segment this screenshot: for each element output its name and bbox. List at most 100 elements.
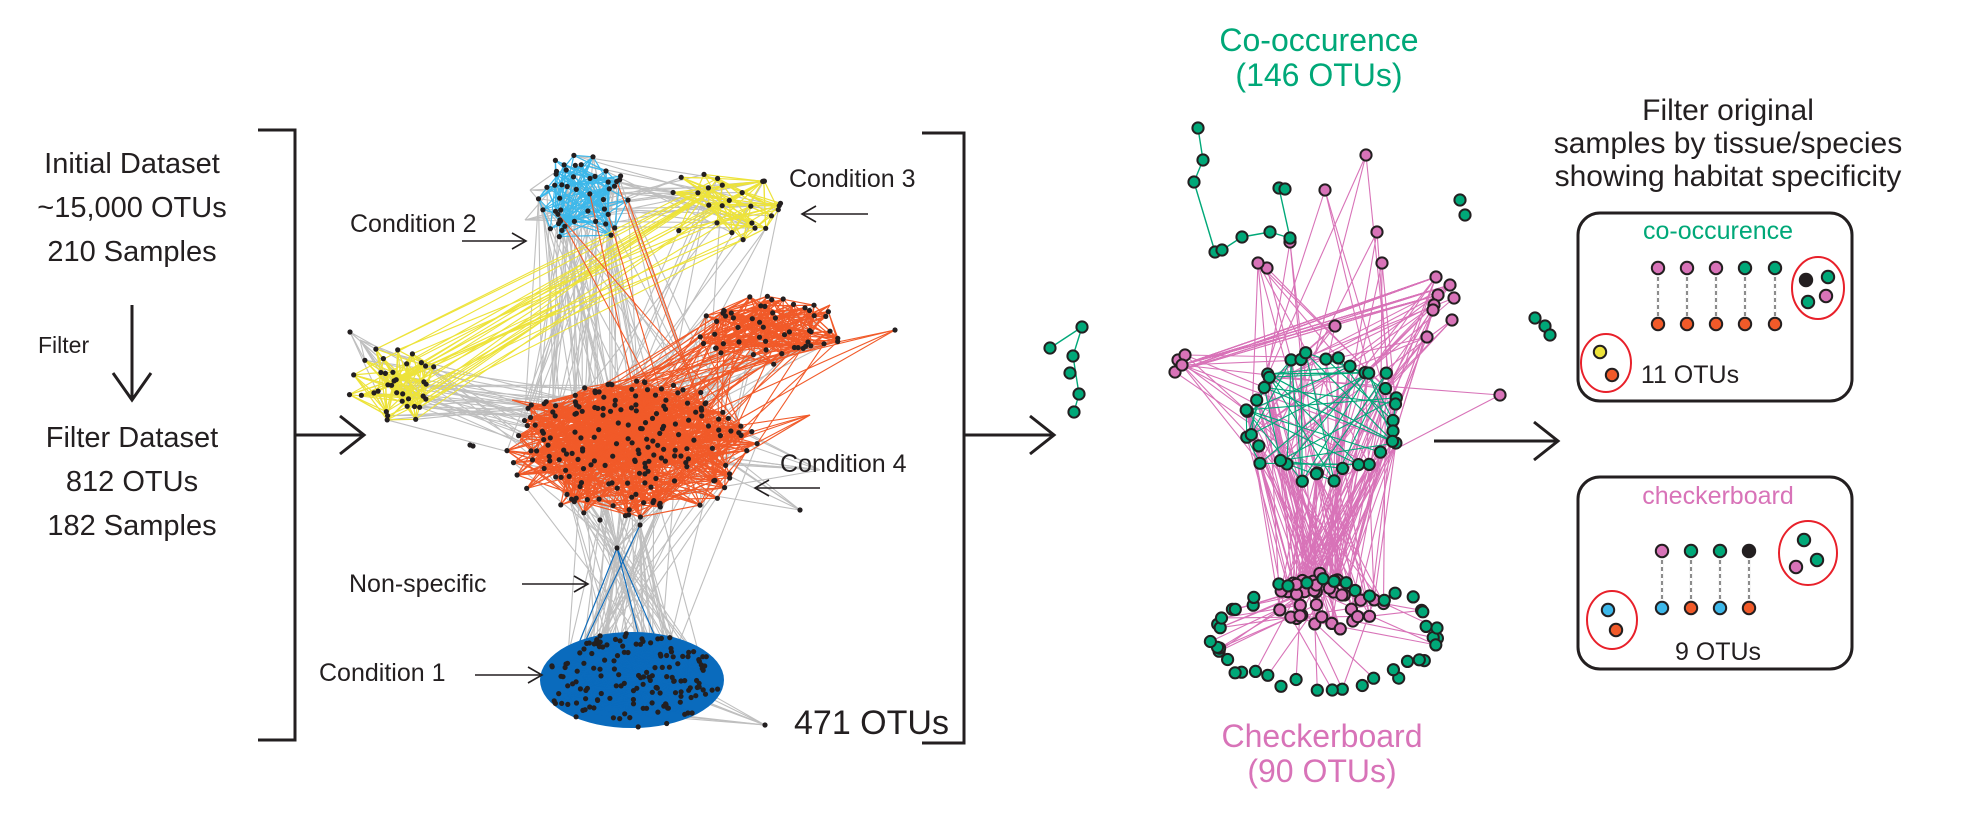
network-edge <box>600 675 689 714</box>
network-node <box>640 705 646 711</box>
network-edge <box>425 227 756 385</box>
red-oval <box>1586 590 1638 650</box>
network-node <box>580 448 586 454</box>
association-node <box>1362 609 1377 623</box>
network-edge <box>1358 276 1437 465</box>
network-node <box>763 338 769 344</box>
network-node <box>678 174 684 180</box>
association-node <box>1741 543 1757 559</box>
network-node <box>735 324 741 330</box>
network-node <box>637 514 644 520</box>
association-node <box>1708 316 1724 332</box>
network-edge <box>607 214 667 410</box>
network-node <box>703 313 709 319</box>
network-node <box>764 293 771 299</box>
network-node <box>636 672 642 679</box>
network-edge <box>534 424 577 499</box>
network-node <box>685 654 691 660</box>
network-node <box>702 691 709 697</box>
network-node <box>613 683 619 689</box>
network-edge <box>1369 609 1422 617</box>
network-node <box>760 324 766 330</box>
network-edge <box>789 315 827 333</box>
network-node <box>563 167 569 173</box>
association-node <box>1429 638 1443 652</box>
network-edge <box>524 213 559 221</box>
network-edge <box>627 329 896 484</box>
network-node <box>709 687 715 693</box>
association-node <box>1333 622 1347 636</box>
network-node <box>605 179 611 185</box>
network-node <box>560 674 566 680</box>
network-edge <box>1257 262 1269 375</box>
network-edge <box>716 450 748 499</box>
network-node <box>720 409 726 415</box>
network-node <box>572 411 578 417</box>
network-node <box>625 436 631 442</box>
association-node <box>1373 445 1388 459</box>
network-edge <box>574 164 605 210</box>
filter-heading-line-2: samples by tissue/species <box>1553 127 1903 160</box>
network-node <box>552 157 559 163</box>
network-edge <box>586 449 639 501</box>
network-node <box>636 470 643 476</box>
network-edge <box>580 643 641 690</box>
network-edge <box>659 414 811 506</box>
network-edge <box>640 504 701 518</box>
network-node <box>389 382 395 388</box>
network-edge <box>1266 267 1292 361</box>
network-node <box>572 392 578 398</box>
network-edge <box>571 498 629 516</box>
network-node <box>670 382 677 388</box>
network-edge <box>422 366 435 397</box>
network-node <box>525 405 531 411</box>
network-edge <box>537 198 551 229</box>
network-edge <box>1246 304 1435 438</box>
condition-4-arrow-head <box>753 479 770 497</box>
network-edge <box>700 315 827 393</box>
network-node <box>618 407 624 413</box>
network-node <box>715 686 721 692</box>
network-node <box>821 341 827 347</box>
network-node <box>763 347 769 353</box>
network-node <box>390 369 396 375</box>
network-node <box>612 636 619 643</box>
association-node <box>1818 288 1834 304</box>
association-node <box>1767 316 1783 332</box>
cooccurrence-title: Co-occurence <box>1219 22 1419 58</box>
network-node <box>676 432 682 438</box>
association-node <box>1443 278 1457 292</box>
network-node <box>600 412 606 418</box>
association-node <box>1261 668 1275 682</box>
network-edge <box>1256 399 1314 582</box>
network-node <box>697 502 703 508</box>
network-node <box>670 189 676 196</box>
network-edge <box>1316 372 1387 474</box>
network-edge <box>602 304 831 416</box>
network-node <box>607 695 613 701</box>
association-node <box>1215 243 1229 257</box>
association-node <box>1300 576 1314 590</box>
network-node <box>618 173 624 179</box>
association-node <box>1447 291 1461 305</box>
network-node <box>423 381 429 387</box>
network-node <box>633 408 639 414</box>
association-node <box>1683 543 1699 559</box>
network-edge <box>1259 319 1453 464</box>
network-node <box>375 388 381 394</box>
network-edge <box>618 651 689 676</box>
network-node <box>727 475 733 481</box>
network-node <box>583 696 589 702</box>
network-edge <box>593 676 650 709</box>
network-node <box>762 722 768 728</box>
network-edge <box>1286 372 1366 465</box>
network-node <box>572 399 579 405</box>
association-node <box>1543 328 1557 342</box>
network-node <box>598 690 604 697</box>
network-node <box>790 301 797 307</box>
network-node <box>580 707 586 714</box>
network-node <box>532 422 538 428</box>
checkerboard-title: Checkerboard <box>1221 718 1423 754</box>
network-edge <box>1245 409 1303 482</box>
network-edge <box>411 353 427 400</box>
